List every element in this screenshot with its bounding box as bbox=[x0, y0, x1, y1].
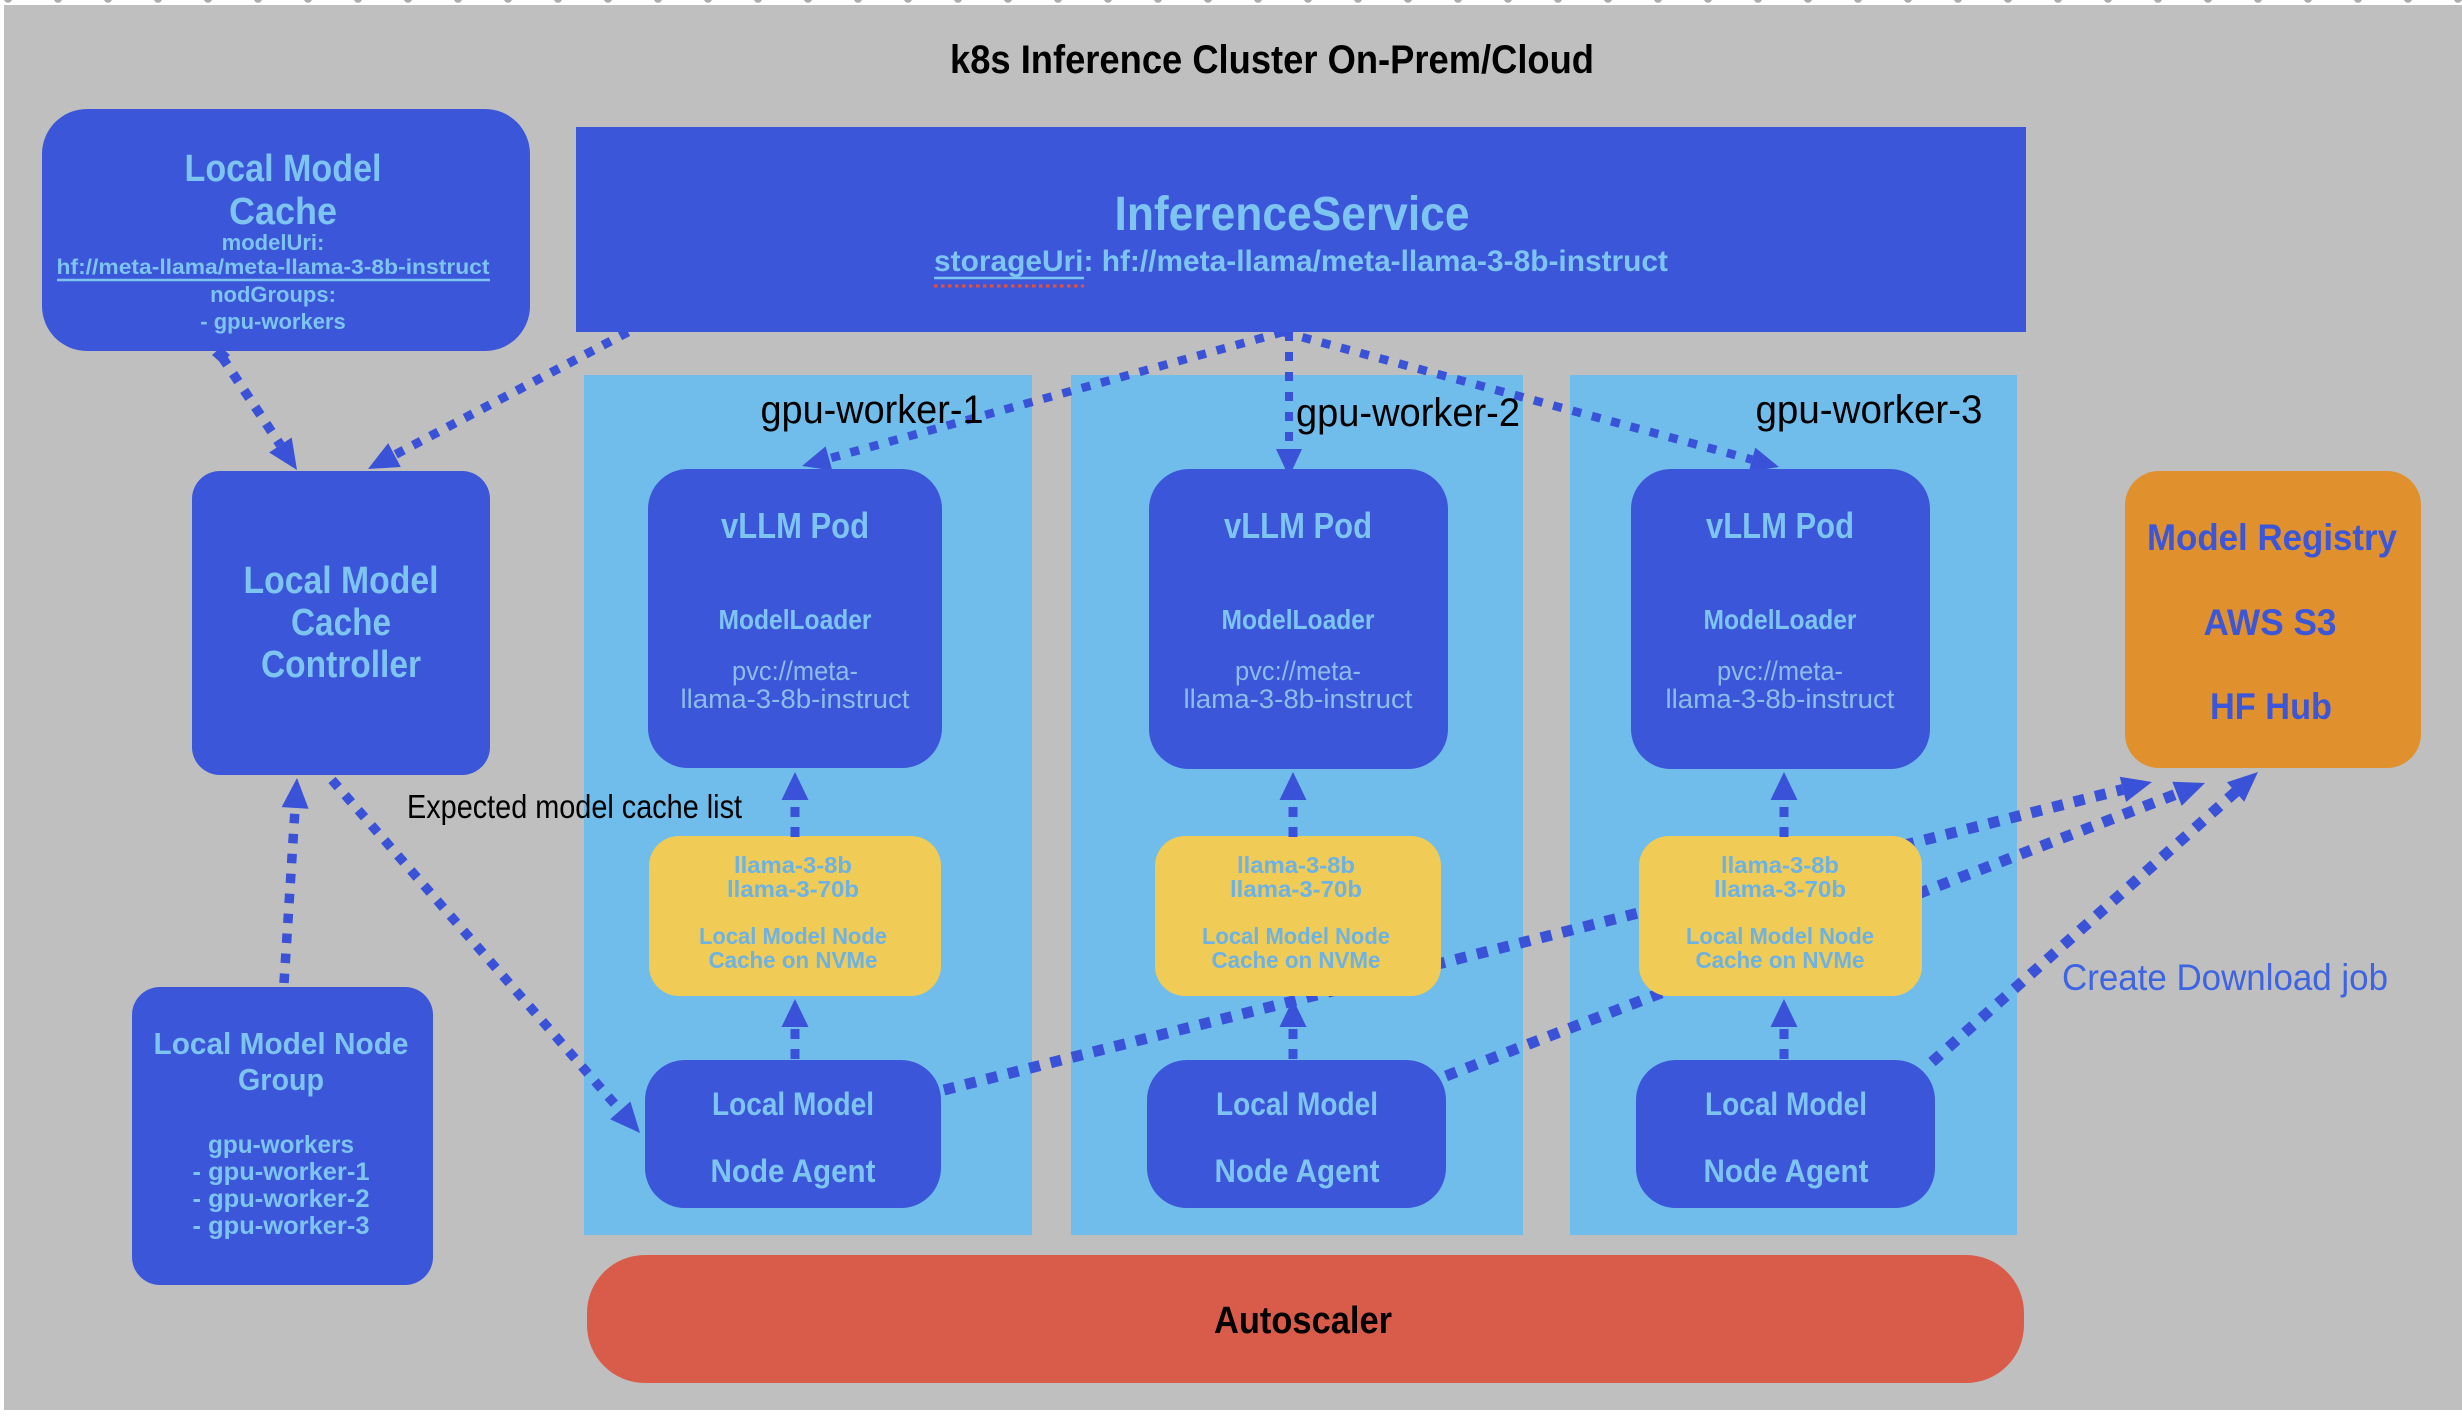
svg-text:pvc://meta-: pvc://meta- bbox=[1235, 656, 1361, 686]
svg-text:gpu-worker-1: gpu-worker-1 bbox=[761, 388, 984, 432]
svg-text:Cache on NVMe: Cache on NVMe bbox=[1696, 947, 1865, 973]
svg-text:Node Agent: Node Agent bbox=[711, 1153, 876, 1189]
svg-text:InferenceService: InferenceService bbox=[1115, 188, 1470, 241]
svg-text:llama-3-8b: llama-3-8b bbox=[1237, 852, 1355, 878]
svg-text:Node Agent: Node Agent bbox=[1215, 1153, 1380, 1189]
svg-text:Cache on NVMe: Cache on NVMe bbox=[709, 947, 878, 973]
svg-text:Local Model Node: Local Model Node bbox=[699, 923, 887, 949]
svg-text:- gpu-worker-1: - gpu-worker-1 bbox=[193, 1158, 370, 1186]
svg-text:AWS S3: AWS S3 bbox=[2204, 602, 2337, 643]
svg-text:vLLM Pod: vLLM Pod bbox=[1706, 505, 1854, 546]
svg-text:ModelLoader: ModelLoader bbox=[1704, 604, 1857, 635]
svg-text:Local Model: Local Model bbox=[712, 1086, 874, 1122]
svg-text:Autoscaler: Autoscaler bbox=[1214, 1300, 1392, 1342]
svg-text:Create Download job: Create Download job bbox=[2062, 957, 2388, 998]
svg-text:ModelLoader: ModelLoader bbox=[1222, 604, 1375, 635]
svg-text:vLLM Pod: vLLM Pod bbox=[721, 505, 869, 546]
svg-text:vLLM Pod: vLLM Pod bbox=[1224, 505, 1372, 546]
svg-text:Local Model: Local Model bbox=[1216, 1086, 1378, 1122]
svg-text:Local Model Node: Local Model Node bbox=[1202, 923, 1390, 949]
svg-text:Local Model: Local Model bbox=[1705, 1086, 1867, 1122]
svg-text:Node Agent: Node Agent bbox=[1704, 1153, 1869, 1189]
svg-text:Controller: Controller bbox=[261, 644, 421, 686]
svg-text:modelUri:: modelUri: bbox=[222, 230, 325, 255]
svg-text:- gpu-workers: - gpu-workers bbox=[200, 309, 345, 334]
svg-text:k8s Inference Cluster On-Prem/: k8s Inference Cluster On-Prem/Cloud bbox=[950, 38, 1594, 82]
svg-text:llama-3-8b-instruct: llama-3-8b-instruct bbox=[681, 684, 910, 714]
svg-text:llama-3-8b: llama-3-8b bbox=[734, 852, 852, 878]
svg-text:- gpu-worker-2: - gpu-worker-2 bbox=[193, 1185, 370, 1213]
svg-text:nodGroups:: nodGroups: bbox=[210, 282, 336, 307]
svg-text:Local Model: Local Model bbox=[185, 148, 382, 190]
svg-text:llama-3-8b-instruct: llama-3-8b-instruct bbox=[1184, 684, 1413, 714]
svg-text:Group: Group bbox=[238, 1062, 324, 1097]
svg-text:pvc://meta-: pvc://meta- bbox=[1717, 656, 1843, 686]
svg-text:storageUri: hf://meta-llama/me: storageUri: hf://meta-llama/meta-llama-3… bbox=[934, 245, 1668, 278]
svg-text:Local Model Node: Local Model Node bbox=[154, 1026, 409, 1061]
svg-text:gpu-workers: gpu-workers bbox=[208, 1131, 354, 1159]
svg-text:- gpu-worker-3: - gpu-worker-3 bbox=[193, 1212, 370, 1240]
svg-text:Cache: Cache bbox=[229, 191, 337, 233]
svg-text:pvc://meta-: pvc://meta- bbox=[732, 656, 858, 686]
svg-text:Cache on NVMe: Cache on NVMe bbox=[1212, 947, 1381, 973]
svg-text:Cache: Cache bbox=[291, 602, 391, 644]
svg-text:ModelLoader: ModelLoader bbox=[719, 604, 872, 635]
svg-text:HF Hub: HF Hub bbox=[2210, 686, 2332, 727]
svg-text:Local Model Node: Local Model Node bbox=[1686, 923, 1874, 949]
svg-text:llama-3-70b: llama-3-70b bbox=[1230, 876, 1362, 902]
svg-text:llama-3-70b: llama-3-70b bbox=[1714, 876, 1846, 902]
svg-text:gpu-worker-3: gpu-worker-3 bbox=[1756, 388, 1983, 432]
svg-text:Expected model cache list: Expected model cache list bbox=[407, 788, 742, 825]
svg-text:llama-3-70b: llama-3-70b bbox=[727, 876, 859, 902]
svg-text:llama-3-8b-instruct: llama-3-8b-instruct bbox=[1666, 684, 1895, 714]
svg-text:Local Model: Local Model bbox=[244, 560, 439, 602]
svg-text:Model Registry: Model Registry bbox=[2147, 517, 2397, 558]
svg-text:hf://meta-llama/meta-llama-3-8: hf://meta-llama/meta-llama-3-8b-instruct bbox=[57, 256, 490, 279]
svg-text:llama-3-8b: llama-3-8b bbox=[1721, 852, 1839, 878]
svg-text:gpu-worker-2: gpu-worker-2 bbox=[1296, 391, 1520, 435]
